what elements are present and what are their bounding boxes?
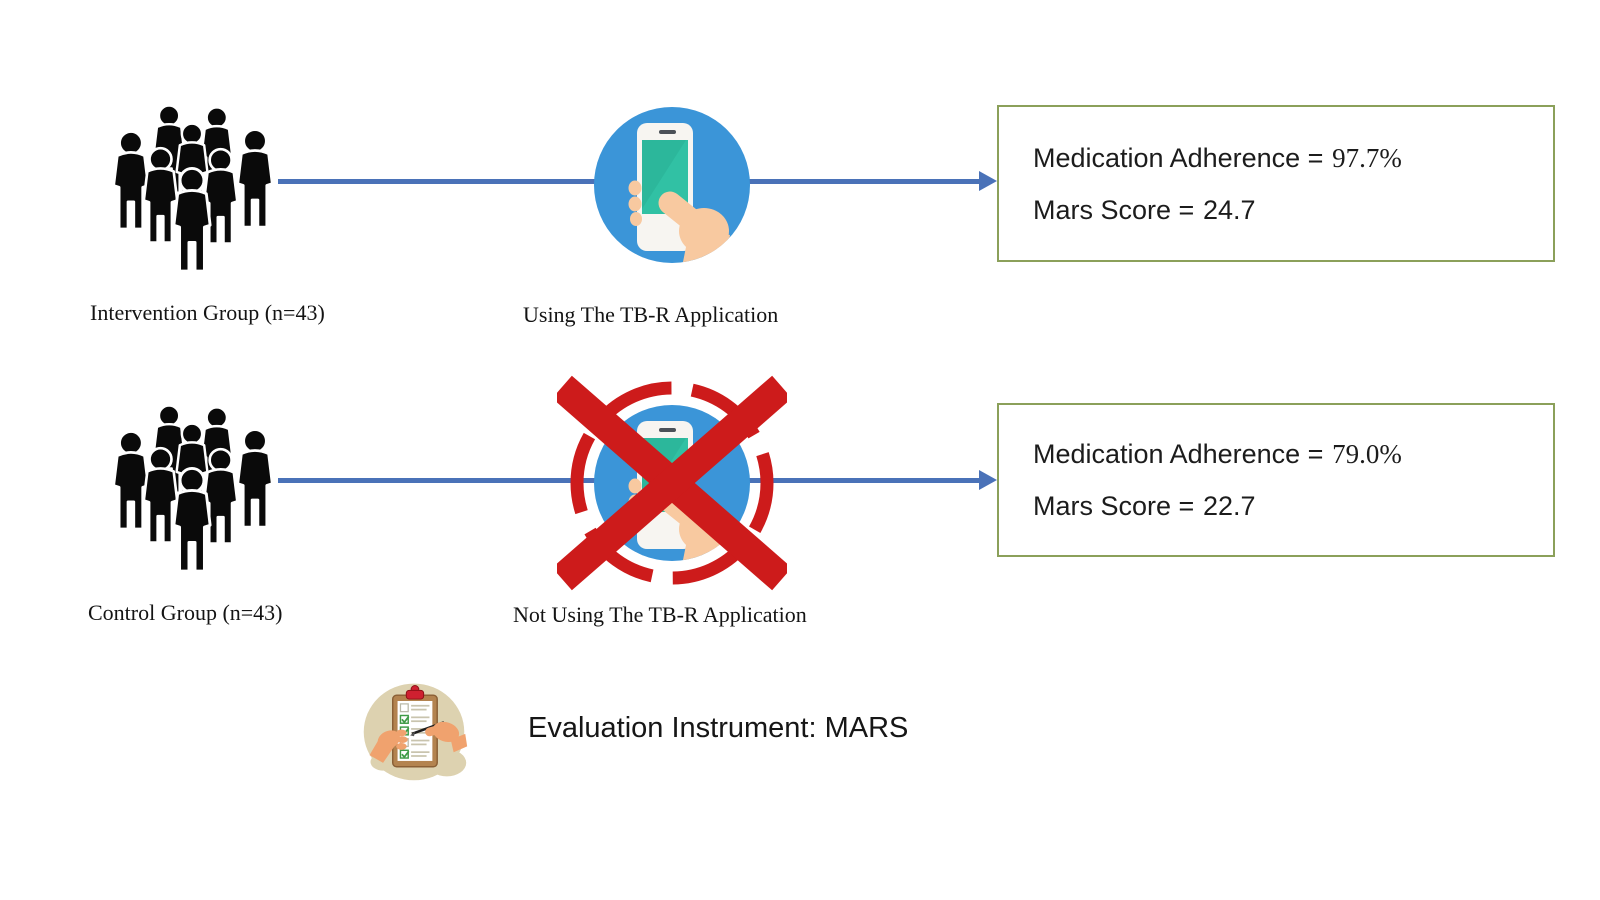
condition-label-control: Not Using The TB-R Application bbox=[513, 602, 807, 627]
mars-result: Mars Score =22.7 bbox=[1033, 487, 1553, 525]
result-box-control: Medication Adherence = 79.0% Mars Score =… bbox=[997, 403, 1555, 557]
clipboard-checklist-icon bbox=[356, 672, 472, 788]
mars-value: 22.7 bbox=[1202, 491, 1256, 521]
adherence-result: Medication Adherence = 97.7% bbox=[1033, 139, 1553, 177]
adherence-label: Medication Adherence = bbox=[1033, 142, 1324, 173]
crowd-icon bbox=[108, 400, 276, 576]
evaluation-instrument-label: Evaluation Instrument: MARS bbox=[528, 712, 909, 744]
arrowhead-icon bbox=[979, 470, 997, 490]
condition-label-intervention: Using The TB-R Application bbox=[523, 302, 779, 327]
adherence-result: Medication Adherence = 79.0% bbox=[1033, 435, 1553, 473]
adherence-value: 97.7% bbox=[1332, 142, 1402, 173]
mars-label: Mars Score = bbox=[1033, 491, 1195, 521]
group-label-control: Control Group (n=43) bbox=[88, 600, 283, 625]
result-box-intervention: Medication Adherence = 97.7% Mars Score =… bbox=[997, 105, 1555, 262]
arrowhead-icon bbox=[979, 171, 997, 191]
mars-label: Mars Score = bbox=[1033, 194, 1195, 225]
mars-value: 24.7 bbox=[1202, 194, 1256, 225]
phone-app-crossed-icon bbox=[557, 368, 787, 598]
adherence-value: 79.0% bbox=[1332, 439, 1402, 469]
adherence-label: Medication Adherence = bbox=[1033, 439, 1324, 469]
mars-result: Mars Score =24.7 bbox=[1033, 191, 1553, 229]
group-label-intervention: Intervention Group (n=43) bbox=[90, 300, 325, 325]
crowd-icon bbox=[108, 100, 276, 276]
phone-app-icon bbox=[594, 107, 750, 263]
